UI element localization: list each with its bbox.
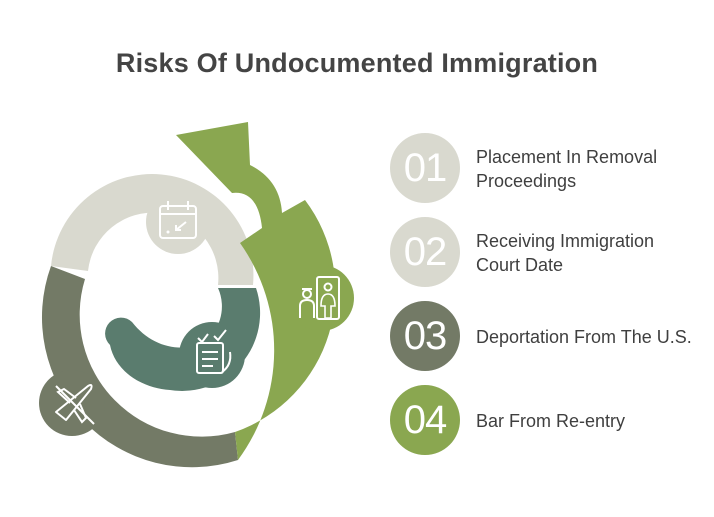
spiral-segment-placement — [51, 174, 254, 285]
step-label: Receiving Immigration Court Date — [476, 231, 655, 275]
step-reentry-bar: 04 Bar From Re-entry — [390, 385, 710, 457]
step-placement: 01 Placement In Removal Proceedings — [390, 133, 710, 205]
security-gate-icon — [288, 265, 354, 331]
step-number-circle: 01 — [390, 133, 460, 203]
step-number: 03 — [403, 313, 447, 358]
step-number: 02 — [403, 229, 447, 274]
step-label: Bar From Re-entry — [476, 411, 626, 431]
step-label: Deportation From The U.S. — [476, 327, 692, 347]
step-number: 04 — [403, 397, 447, 442]
step-court-date: 02 Receiving Immigration Court Date — [390, 217, 710, 289]
step-label: Placement In Removal Proceedings — [476, 147, 658, 191]
step-number-circle: 03 — [390, 301, 460, 371]
step-number-circle: 02 — [390, 217, 460, 287]
step-deportation: 03 Deportation From The U.S. — [390, 301, 710, 373]
checklist-icon — [179, 322, 245, 388]
page-title: Risks Of Undocumented Immigration — [115, 48, 599, 78]
spiral-segment-reentry-bar — [176, 122, 336, 460]
step-number: 01 — [403, 145, 447, 190]
step-number-circle: 04 — [390, 385, 460, 455]
airplane-icon — [39, 370, 105, 436]
calendar-icon — [146, 190, 210, 254]
